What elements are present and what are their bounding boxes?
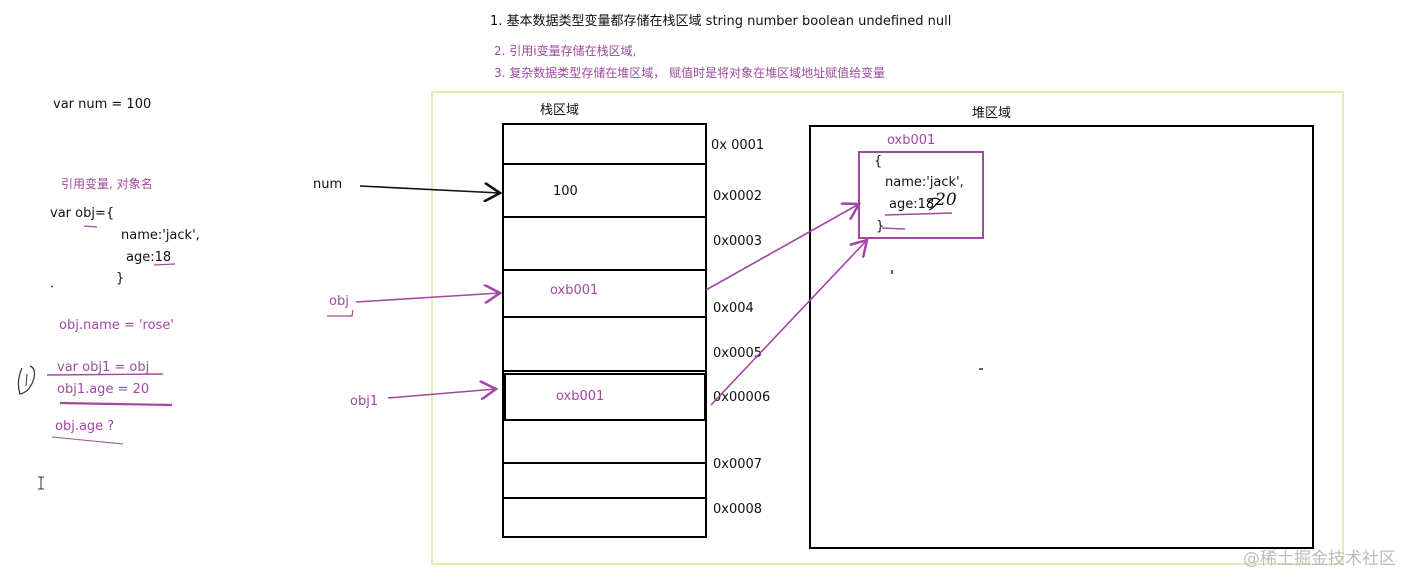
stack-slot-obj1-value: oxb001 bbox=[556, 389, 605, 404]
stack-slot-dividers bbox=[502, 163, 707, 499]
code-obj-close: } bbox=[116, 271, 125, 286]
arrow-obj1-to-stack bbox=[387, 389, 496, 398]
heap-object-age-new: 20 bbox=[935, 190, 957, 210]
note-reference-stack: 2. 引用i变量存储在栈区域, bbox=[494, 44, 637, 58]
heap-area bbox=[809, 125, 1314, 549]
note-basic-types: 1. 基本数据类型变量都存储在栈区域 string number boolean… bbox=[490, 14, 952, 29]
note-complex-heap: 3. 复杂数据类型存储在堆区域， 赋值时是将对象在堆区域地址赋值给变量 bbox=[494, 66, 886, 80]
code-obj-decl: var obj={ bbox=[50, 206, 115, 221]
code-var-num: var num = 100 bbox=[53, 97, 152, 112]
stack-title: 栈区域 bbox=[540, 103, 580, 118]
stack-slot-obj-value: oxb001 bbox=[550, 283, 599, 298]
code-obj1-age: obj1.age = 20 bbox=[57, 382, 150, 397]
stack-area bbox=[502, 123, 707, 538]
stack-slot-num-value: 100 bbox=[553, 184, 578, 199]
heap-object-age: age:18 bbox=[889, 197, 935, 212]
code-obj-age-question: obj.age ? bbox=[55, 419, 115, 434]
address-label: 0x 0001 bbox=[711, 138, 765, 153]
arrow-obj-to-stack bbox=[355, 293, 500, 302]
heap-object-box bbox=[858, 151, 984, 239]
address-label: 0x004 bbox=[713, 301, 754, 316]
var-obj1-label: obj1 bbox=[350, 394, 379, 409]
var-num-label: num bbox=[313, 177, 343, 192]
address-label: 0x0007 bbox=[713, 457, 763, 472]
code-obj-name: name:'jack', bbox=[121, 228, 200, 243]
stack-slot-obj1 bbox=[504, 373, 706, 421]
address-label: 0x0003 bbox=[713, 234, 763, 249]
address-label: 0x0008 bbox=[713, 502, 763, 517]
address-label: 0x0002 bbox=[713, 189, 763, 204]
heap-object-close: } bbox=[876, 219, 885, 234]
var-obj-label: obj bbox=[329, 294, 349, 309]
arrow-num-to-stack bbox=[359, 186, 500, 193]
code-obj1-decl: var obj1 = obj bbox=[57, 360, 150, 375]
heap-title: 堆区域 bbox=[972, 106, 1012, 121]
address-label: 0x0005 bbox=[713, 346, 763, 361]
watermark: @稀土掘金技术社区 bbox=[1243, 549, 1396, 569]
heap-object-open: { bbox=[874, 154, 883, 169]
code-ref-label: 引用变量, 对象名 bbox=[61, 177, 153, 191]
arrow-obj-ref-to-heap bbox=[705, 204, 859, 291]
heap-object-address: oxb001 bbox=[887, 133, 936, 148]
memory-diagram-panel bbox=[431, 91, 1344, 565]
arrow-obj1-ref-to-heap bbox=[710, 240, 867, 406]
heap-object-name: name:'jack', bbox=[885, 175, 964, 190]
address-label: 0x00006 bbox=[713, 390, 771, 405]
code-obj-age: age:18 bbox=[126, 250, 172, 265]
code-obj-name-assign: obj.name = 'rose' bbox=[59, 318, 174, 333]
